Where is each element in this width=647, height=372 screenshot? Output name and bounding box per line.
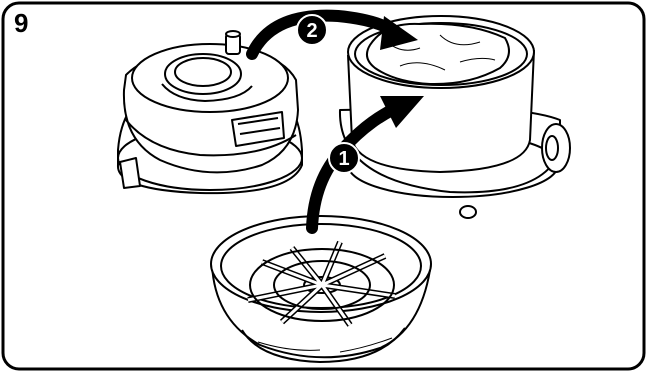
callout-2-label: 2 — [306, 20, 317, 42]
callout-1-label: 1 — [338, 148, 349, 170]
step-number: 9 — [14, 10, 28, 36]
